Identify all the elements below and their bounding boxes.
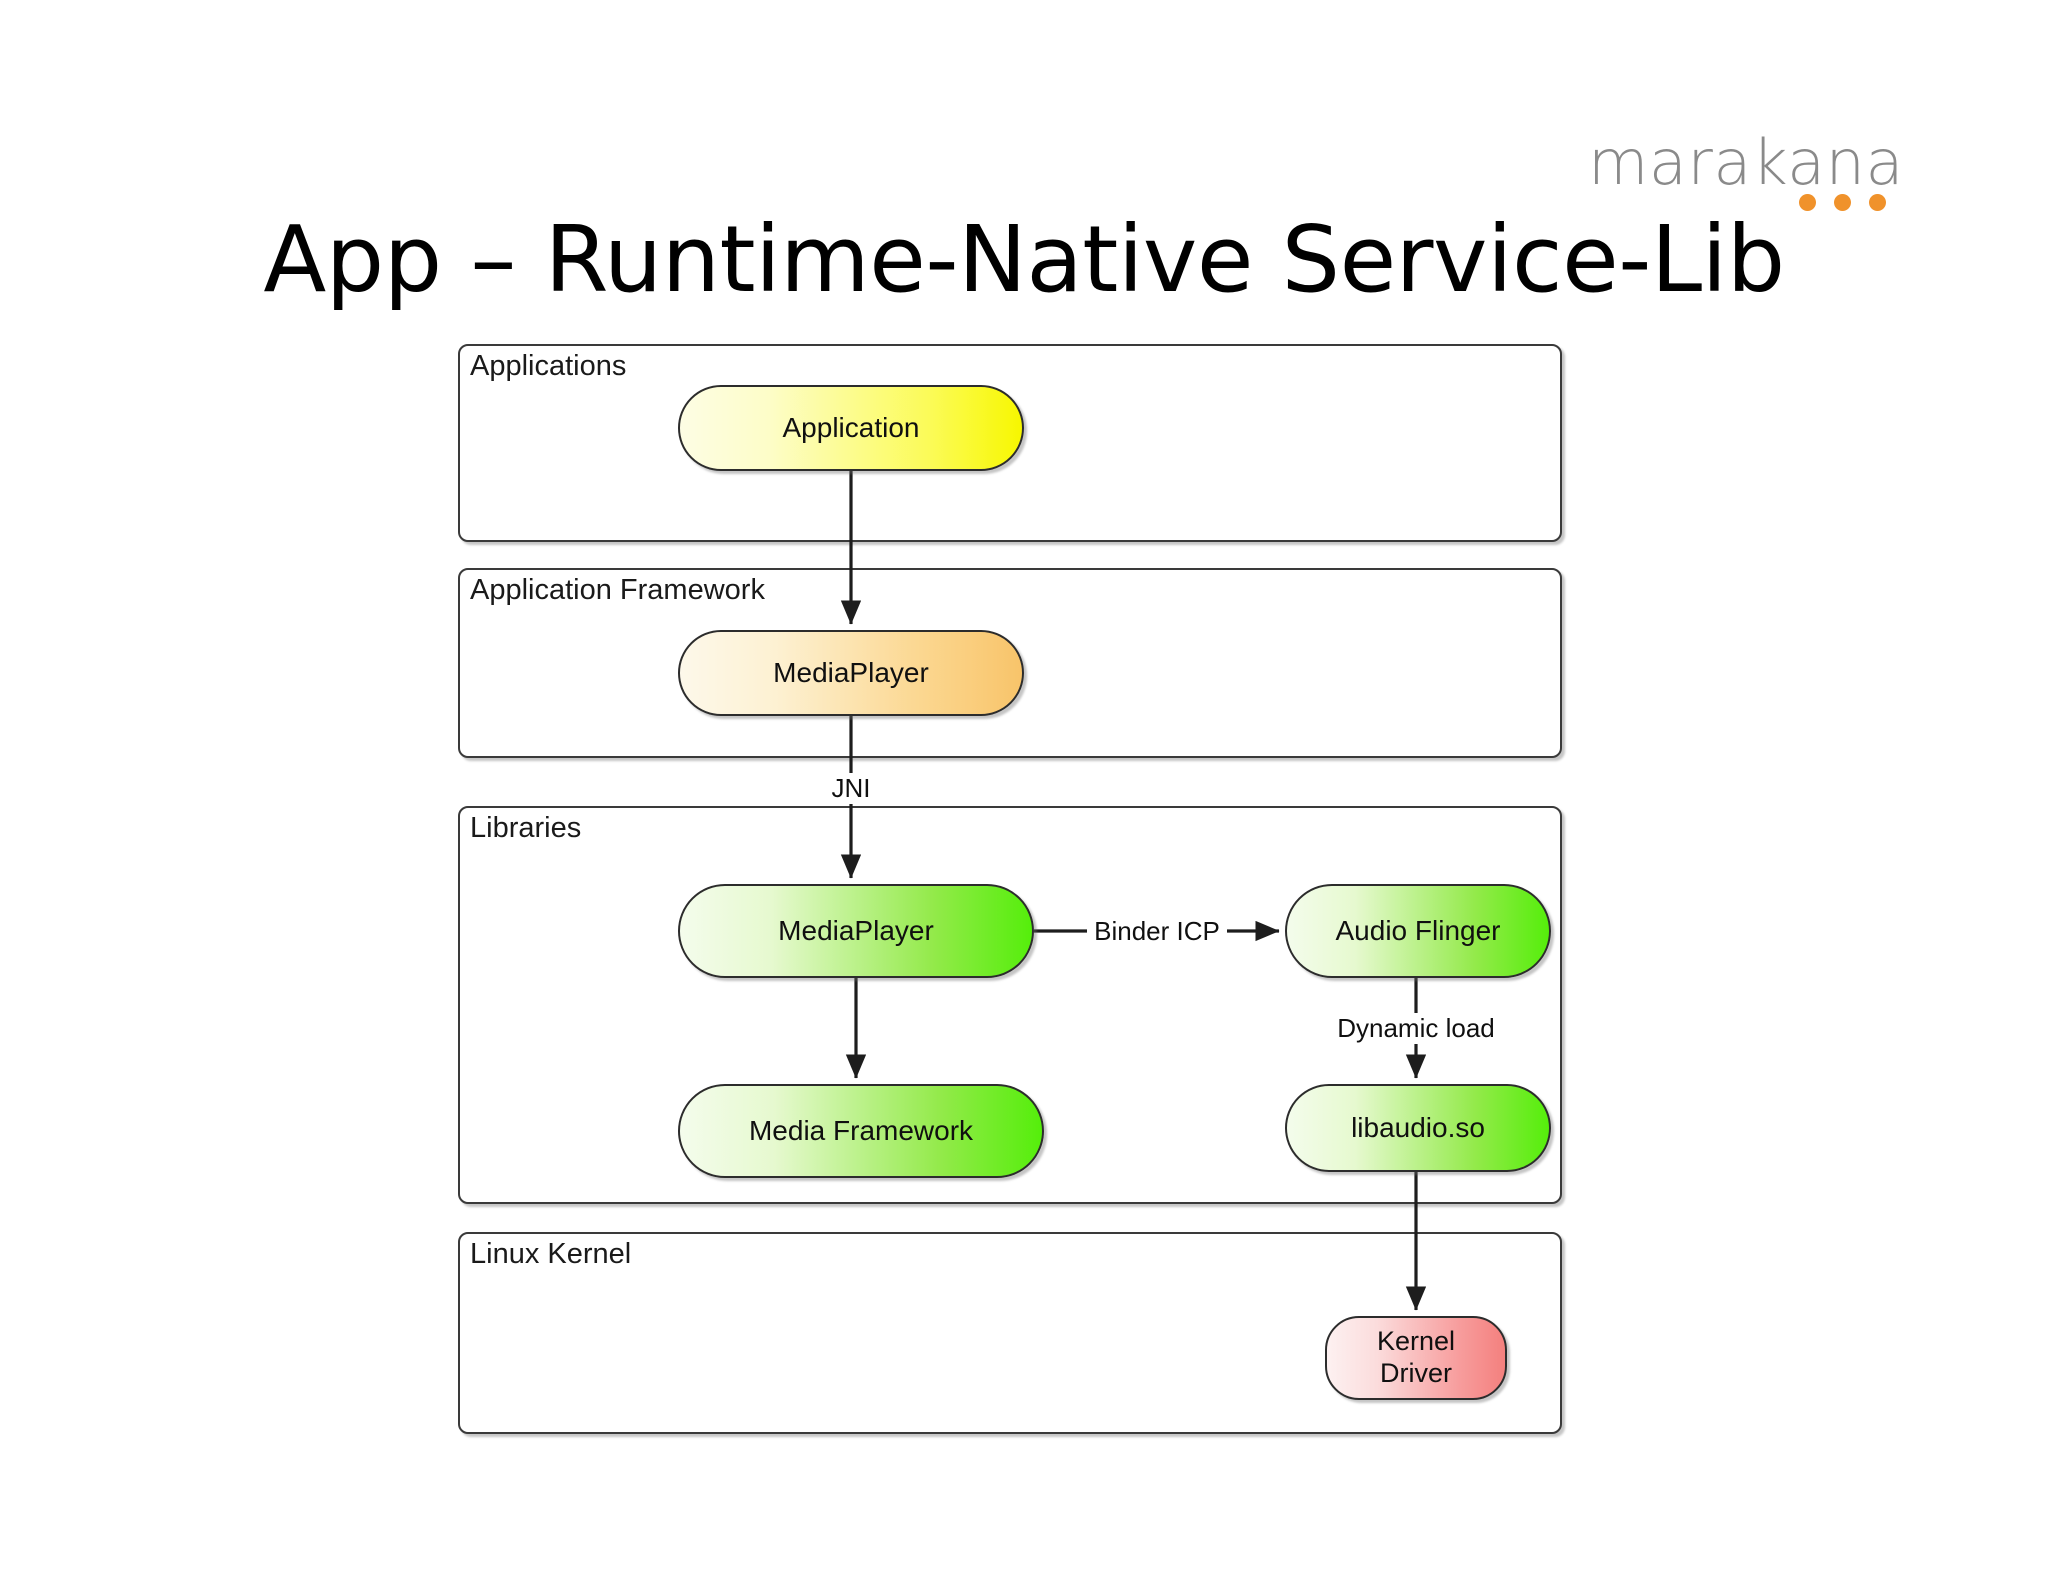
node-kernel-driver[interactable]: Kernel Driver (1325, 1316, 1507, 1400)
edge-label-jni: JNI (824, 772, 878, 804)
brand-dot-2 (1834, 194, 1851, 211)
node-libaudio-so[interactable]: libaudio.so (1285, 1084, 1551, 1172)
page-title: App – Runtime-Native Service-Lib (263, 206, 1785, 313)
brand-dots (1799, 194, 1886, 211)
node-application[interactable]: Application (678, 385, 1024, 471)
brand-dot-3 (1869, 194, 1886, 211)
brand-logo: marakana (1588, 132, 1908, 232)
node-kernel-driver-line1: Kernel (1376, 1326, 1456, 1357)
node-kernel-driver-line2: Driver (1379, 1358, 1452, 1388)
edge-label-binder-icp: Binder ICP (1087, 915, 1227, 947)
brand-dot-1 (1799, 194, 1816, 211)
node-audio-flinger[interactable]: Audio Flinger (1285, 884, 1551, 978)
layer-title-applications: Applications (470, 350, 627, 382)
layer-title-linux-kernel: Linux Kernel (470, 1238, 632, 1270)
layer-title-application-framework: Application Framework (470, 574, 765, 606)
node-mediaplayer-library[interactable]: MediaPlayer (678, 884, 1034, 978)
edge-label-dynamic-load: Dynamic load (1330, 1012, 1502, 1044)
brand-wordmark: marakana (1588, 126, 1904, 199)
layer-title-libraries: Libraries (470, 812, 582, 844)
node-mediaplayer-framework[interactable]: MediaPlayer (678, 630, 1024, 716)
node-media-framework[interactable]: Media Framework (678, 1084, 1044, 1178)
